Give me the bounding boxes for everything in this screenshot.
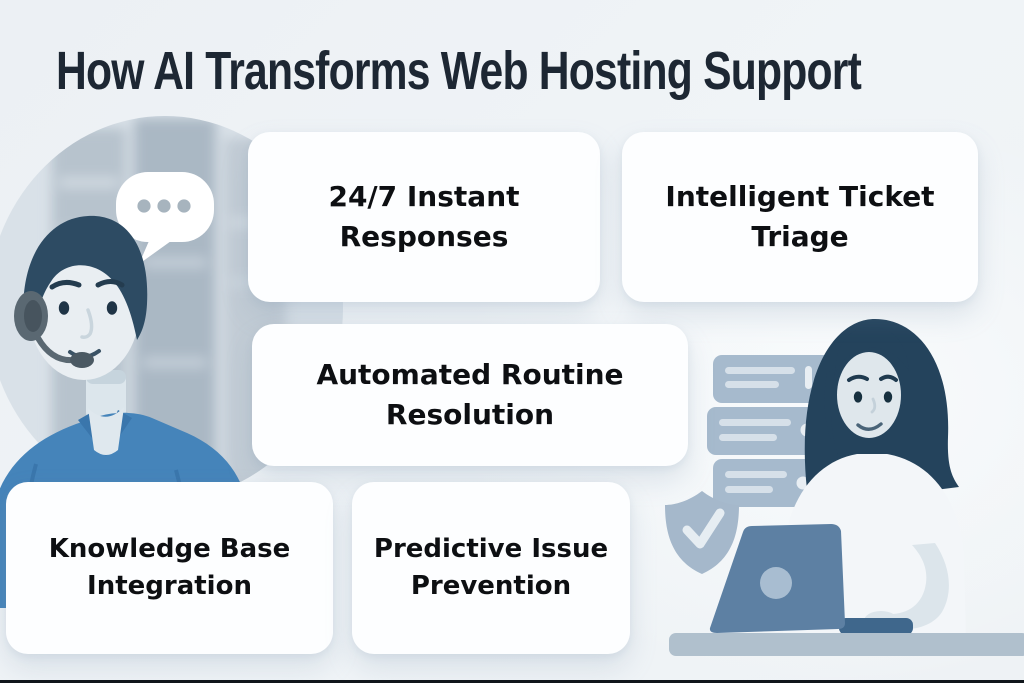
card-label-line: Prevention bbox=[410, 571, 572, 601]
card-label-line: Responses bbox=[339, 220, 509, 253]
typing-dots-icon bbox=[137, 199, 191, 213]
card-label-line: Knowledge Base bbox=[48, 534, 291, 565]
card-predictive-prevention: Predictive Issue Prevention bbox=[352, 482, 630, 654]
laptop-icon bbox=[709, 524, 913, 635]
woman-at-laptop-illustration bbox=[665, 319, 1024, 656]
card-label-line: Predictive Issue bbox=[373, 534, 609, 565]
page-title: How AI Transforms Web Hosting Support bbox=[56, 41, 862, 101]
chat-bubble-icon bbox=[116, 172, 214, 264]
card-knowledge-base: Knowledge Base Integration bbox=[6, 482, 333, 654]
card-instant-responses: 24/7 Instant Responses bbox=[248, 132, 600, 302]
card-label-line: Automated Routine bbox=[316, 358, 624, 392]
headset-icon bbox=[14, 291, 94, 368]
woman-face bbox=[837, 352, 901, 438]
card-label-line: Triage bbox=[751, 220, 849, 253]
card-label-line: 24/7 Instant bbox=[328, 180, 520, 214]
desk bbox=[669, 633, 1024, 656]
card-label-line: Intelligent Ticket bbox=[665, 180, 935, 214]
agent-hair bbox=[23, 215, 148, 340]
laptop-logo bbox=[760, 567, 792, 599]
card-routine-resolution: Automated Routine Resolution bbox=[252, 324, 688, 466]
card-label-line: Resolution bbox=[385, 398, 555, 431]
card-label-line: Integration bbox=[87, 571, 252, 601]
woman-hair-front bbox=[835, 327, 909, 375]
card-ticket-triage: Intelligent Ticket Triage bbox=[622, 132, 978, 302]
woman-arm bbox=[887, 543, 949, 630]
shield-check-icon bbox=[665, 491, 739, 574]
bottom-border-bar bbox=[0, 680, 1024, 683]
